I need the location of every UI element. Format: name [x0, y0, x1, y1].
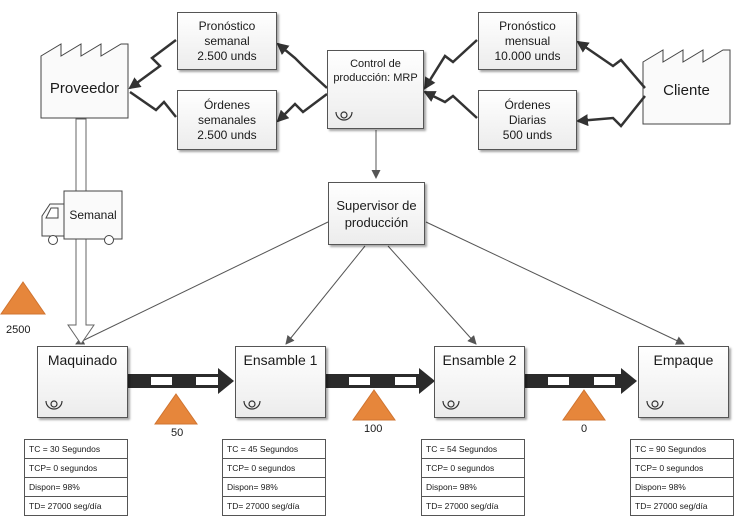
data-row: TC = 54 Segundos [422, 440, 524, 459]
flow-supervisor-to-ensamble2 [387, 245, 477, 345]
weekly-forecast-box: Pronóstico semanal 2.500 unds [177, 12, 277, 70]
operator-icon [442, 400, 460, 410]
raw-inventory-triangle [0, 281, 46, 315]
wip-inventory-label-3: 0 [581, 423, 588, 435]
operator-icon [646, 400, 664, 410]
flow-customer-to-orders [576, 95, 646, 128]
operator-icon [45, 400, 63, 410]
operator-icon [335, 111, 353, 121]
wip-inventory-triangle-1 [154, 393, 198, 425]
monthly-forecast-box: Pronóstico mensual 10.000 unds [478, 12, 577, 70]
process-box-maquinado: Maquinado [37, 346, 128, 418]
wip-inventory-triangle-2 [352, 389, 396, 421]
process-box-ensamble-2: Ensamble 2 [434, 346, 525, 418]
flow-supplier-to-orders [129, 90, 177, 118]
push-arrow-1 [128, 368, 234, 394]
flow-supervisor-to-ensamble1 [285, 245, 366, 345]
raw-inventory-label: 2500 [6, 324, 31, 336]
supplier-label: Proveedor [49, 80, 120, 97]
flow-control-to-orders [276, 93, 328, 123]
flow-supervisor-to-empaque [425, 221, 685, 345]
process-title: Ensamble 2 [442, 352, 517, 368]
flow-orders-to-control [423, 90, 478, 119]
data-row: TD= 27000 seg/día [426, 501, 499, 511]
process-title: Maquinado [47, 352, 118, 368]
manual-flow-lines [75, 130, 685, 345]
data-box-ensamble-2: TC = 54 Segundos TCP= 0 segundos Dispon=… [421, 439, 525, 516]
weekly-orders-box: Órdenes semanales 2.500 unds [177, 90, 277, 150]
wip-inventory-triangle-3 [562, 389, 606, 421]
process-box-ensamble-1: Ensamble 1 [235, 346, 326, 418]
data-row: TD= 27000 seg/día [29, 501, 102, 511]
truck-icon [41, 190, 123, 245]
production-control-box: Control de producción: MRP [327, 50, 424, 129]
data-row: Dispon= 98% [631, 478, 733, 497]
process-box-empaque: Empaque [638, 346, 729, 418]
truck-label: Semanal [69, 208, 117, 222]
process-title: Empaque [653, 352, 714, 368]
electronic-flow-lines [128, 39, 646, 128]
data-box-maquinado: TC = 30 Segundos TCP= 0 segundos Dispon=… [24, 439, 128, 516]
customer-label: Cliente [663, 82, 710, 99]
flow-customer-to-forecast [576, 40, 646, 89]
data-row: TCP= 0 segundos [631, 459, 733, 478]
data-row: TD= 27000 seg/día [227, 501, 300, 511]
data-row: Dispon= 98% [25, 478, 127, 497]
data-row: TCP= 0 segundos [223, 459, 325, 478]
data-box-empaque: TC = 90 Segundos TCP= 0 segundos Dispon=… [630, 439, 734, 516]
data-row: TC = 45 Segundos [223, 440, 325, 459]
process-title: Ensamble 1 [243, 352, 318, 368]
customer-factory-icon [642, 49, 731, 125]
data-row: TD= 27000 seg/día [635, 501, 708, 511]
production-supervisor-box: Supervisor de producción [328, 182, 425, 245]
flow-control-to-forecast [276, 42, 328, 89]
data-row: Dispon= 98% [223, 478, 325, 497]
push-arrow-2 [326, 368, 435, 394]
data-box-ensamble-1: TC = 45 Segundos TCP= 0 segundos Dispon=… [222, 439, 326, 516]
data-row: Dispon= 98% [422, 478, 524, 497]
flow-forecast-to-supplier [128, 39, 177, 90]
flow-forecast-to-control [423, 39, 478, 90]
wip-inventory-label-1: 50 [171, 427, 184, 439]
data-row: TCP= 0 segundos [422, 459, 524, 478]
data-row: TCP= 0 segundos [25, 459, 127, 478]
wip-inventory-label-2: 100 [364, 423, 383, 435]
flow-supervisor-to-maquinado [75, 221, 329, 345]
supplier-factory-icon [40, 43, 129, 119]
data-row: TC = 90 Segundos [631, 440, 733, 459]
daily-orders-box: Órdenes Diarias 500 unds [478, 90, 577, 150]
production-control-label: Control de producción: MRP [333, 58, 418, 84]
operator-icon [243, 400, 261, 410]
push-arrow-3 [525, 368, 637, 394]
data-row: TC = 30 Segundos [25, 440, 127, 459]
